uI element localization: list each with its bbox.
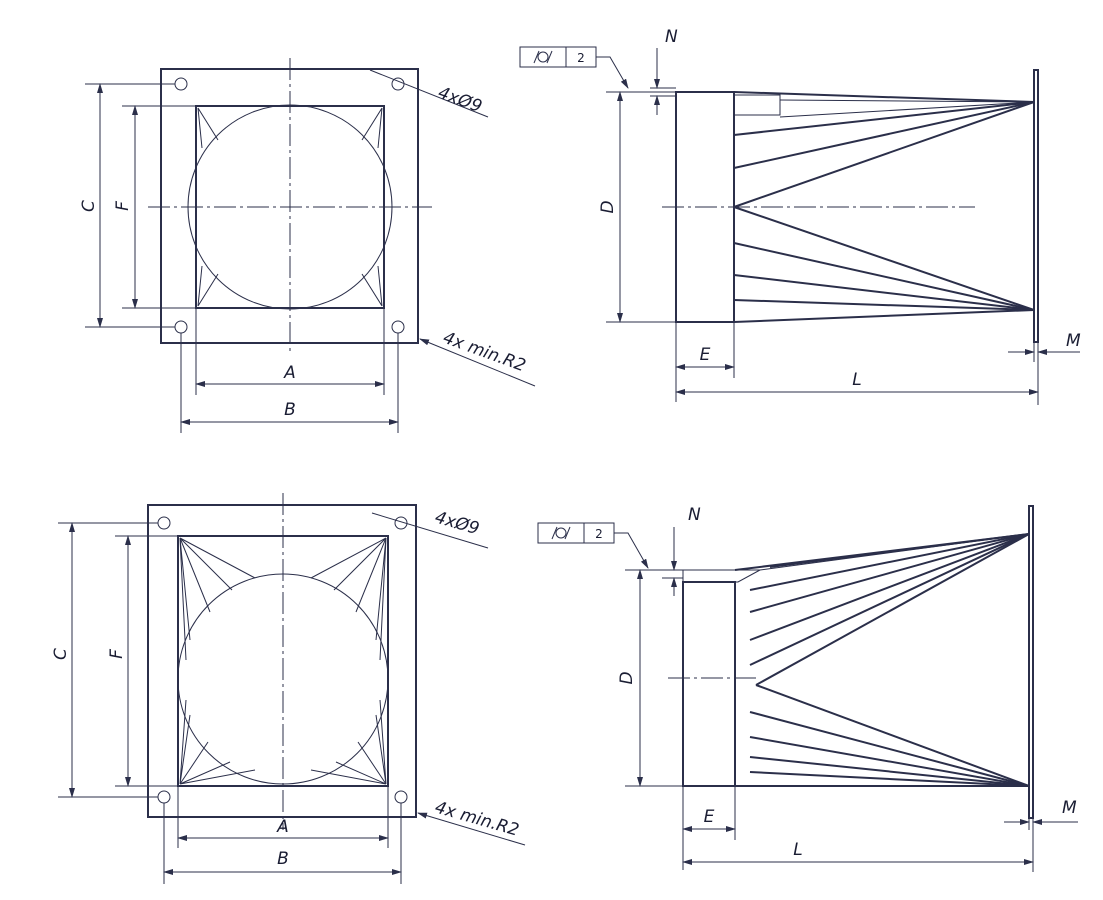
pyramid-folds [179,537,387,785]
flange-plate [1033,69,1039,343]
tolerance-frame: 2 [519,46,629,89]
label-c: C [79,200,99,212]
label-m: M [1066,331,1081,351]
transition-folds [733,99,1035,311]
mount-hole [157,790,171,804]
mount-hole [391,320,405,334]
hole-leader [371,512,489,549]
spigot-body [682,581,736,787]
mount-hole [157,516,171,530]
tolerance-frame: 2 [537,522,649,569]
tolerance-value: 2 [577,51,585,65]
label-e: E [704,807,715,827]
side-view-top: D E L M N 2 [519,27,1081,405]
label-l: L [793,840,802,860]
label-f: F [113,201,133,211]
label-e: E [700,345,711,365]
label-a: A [283,363,296,383]
label-c: C [51,648,71,660]
flange-plate [1028,505,1034,819]
radius-leader [419,338,536,387]
cylindricity-icon [555,527,567,539]
hole-leader [369,69,489,118]
label-l: L [852,370,861,390]
flange-outline [147,504,417,818]
label-d: D [617,671,637,684]
mount-hole [174,320,188,334]
label-holes: 4xØ9 [435,83,484,117]
front-view-bottom: C F A B 4xØ9 4x min.R2 [51,493,526,884]
label-holes: 4xØ9 [433,508,482,540]
side-view-bottom: D E L M N 2 [537,505,1078,872]
label-d: D [598,200,618,213]
label-b: B [277,849,289,869]
cylindricity-icon [537,51,549,63]
corner-fold [361,107,383,149]
tolerance-value: 2 [595,527,603,541]
mount-hole [174,77,188,91]
spigot-lip [733,94,781,116]
front-view-top: C F A B 4xØ9 4x min.R2 [79,58,536,433]
label-m: M [1062,798,1077,818]
label-n: N [688,505,701,525]
corner-fold [197,107,219,149]
label-a: A [276,817,289,837]
corner-fold [197,265,219,307]
label-n: N [665,27,678,47]
transition-folds [749,533,1030,787]
mount-hole [394,790,408,804]
label-b: B [284,400,296,420]
label-f: F [107,649,127,659]
label-radius: 4x min.R2 [440,328,528,376]
mount-hole [394,516,408,530]
spigot-lip [682,569,761,583]
label-radius: 4x min.R2 [433,798,522,841]
radius-leader [417,812,526,846]
corner-fold [361,265,383,307]
